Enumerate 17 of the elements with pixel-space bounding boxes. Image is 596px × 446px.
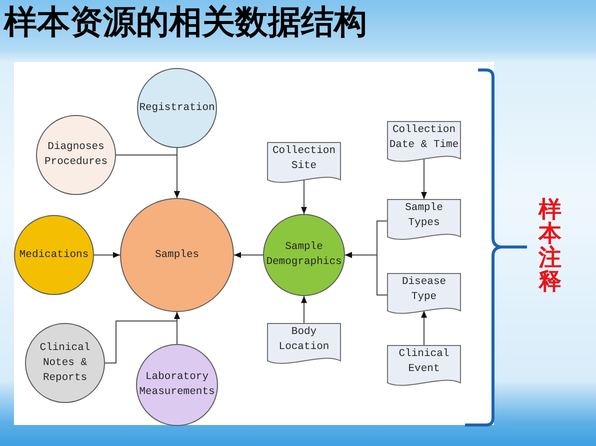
- document-shape: Collection Site: [267, 142, 341, 186]
- slide-title: 样本资源的相关数据结构: [4, 2, 367, 42]
- arrow: [174, 312, 180, 344]
- arrow: [116, 154, 180, 198]
- side-label: 样本注释: [538, 198, 562, 294]
- arrow: [421, 310, 427, 346]
- arrow: [234, 252, 264, 258]
- arrow: [344, 252, 388, 296]
- document-shape: Body Location: [267, 323, 341, 367]
- document-shape: Sample Types: [387, 199, 461, 243]
- arrow: [301, 179, 307, 214]
- document-shape: Clinical Event: [387, 345, 461, 389]
- arrow: [94, 252, 120, 258]
- arrow: [301, 296, 307, 324]
- document-shape: Disease Type: [387, 273, 461, 317]
- arrow: [421, 158, 427, 200]
- document-shape: Collection Date & Time: [387, 121, 461, 165]
